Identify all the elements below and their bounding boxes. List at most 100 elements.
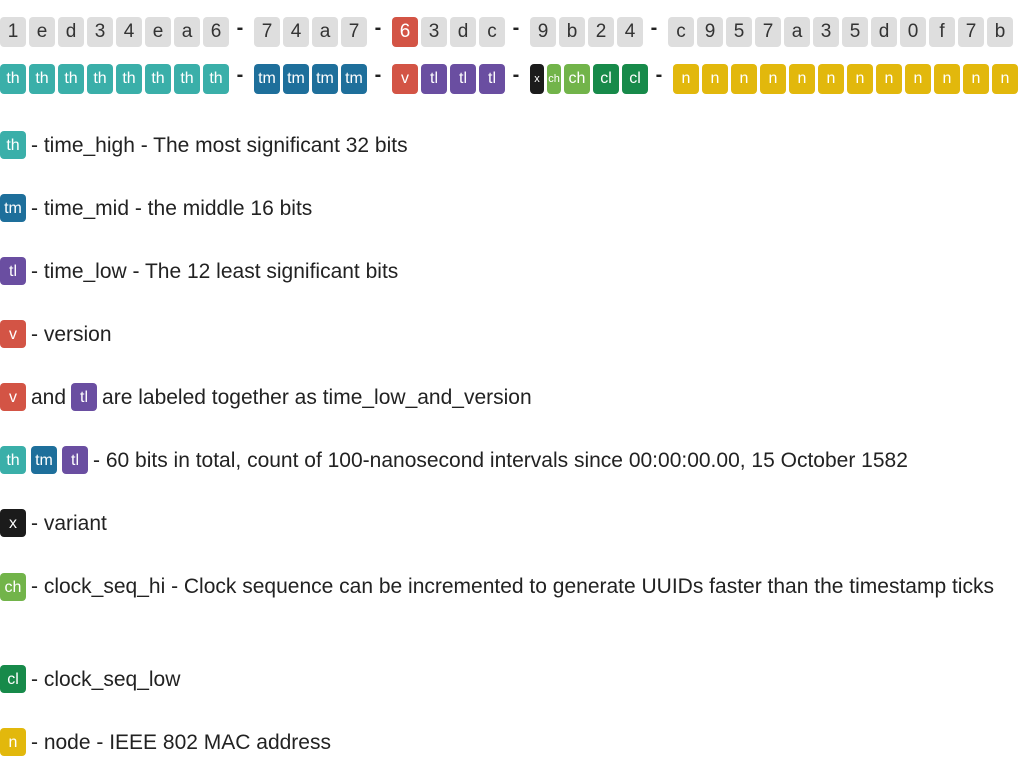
legend-item: v- version: [0, 320, 1024, 349]
hex-digit: 2: [588, 17, 614, 47]
hex-digit: a: [784, 17, 810, 47]
hex-digit: e: [29, 17, 55, 47]
field-label-th: th: [116, 64, 142, 94]
legend-item: tm- time_mid - the middle 16 bits: [0, 194, 1024, 223]
hex-digit: b: [559, 17, 585, 47]
hex-digit: 5: [842, 17, 868, 47]
field-label-th: th: [29, 64, 55, 94]
hex-digit: 4: [283, 17, 309, 47]
hex-separator: -: [650, 17, 658, 39]
hex-digit: 4: [116, 17, 142, 47]
label-separator: -: [236, 64, 244, 86]
legend-item: x- variant: [0, 509, 1024, 538]
legend-description: - node - IEEE 802 MAC address: [31, 731, 331, 754]
legend-description: - time_high - The most significant 32 bi…: [31, 134, 408, 157]
legend-description: - version: [31, 323, 112, 346]
field-label-n: n: [934, 64, 960, 94]
field-label-tl: tl: [421, 64, 447, 94]
legend-item: th- time_high - The most significant 32 …: [0, 131, 1024, 160]
legend-description: - time_low - The 12 least significant bi…: [31, 260, 399, 283]
legend-chip-th: th: [0, 131, 26, 159]
hex-digit: 7: [341, 17, 367, 47]
legend-connector-text: and: [31, 386, 67, 409]
field-label-tl: tl: [450, 64, 476, 94]
legend-description: - clock_seq_hi - Clock sequence can be i…: [31, 575, 994, 598]
field-label-x: x: [530, 64, 544, 94]
field-label-th: th: [0, 64, 26, 94]
field-label-tm: tm: [341, 64, 367, 94]
hex-separator: -: [236, 17, 244, 39]
legend-item: n- node - IEEE 802 MAC address: [0, 728, 1024, 757]
hex-digit: 9: [530, 17, 556, 47]
hex-digit: d: [58, 17, 84, 47]
hex-digit: b: [987, 17, 1013, 47]
hex-digit: c: [479, 17, 505, 47]
field-label-n: n: [847, 64, 873, 94]
field-label-th: th: [203, 64, 229, 94]
hex-digit: 6: [203, 17, 229, 47]
field-label-th: th: [58, 64, 84, 94]
field-label-n: n: [673, 64, 699, 94]
label-separator: -: [374, 64, 382, 86]
hex-digit: 5: [726, 17, 752, 47]
hex-separator: -: [374, 17, 382, 39]
field-label-n: n: [702, 64, 728, 94]
legend-chip-v: v: [0, 320, 26, 348]
legend-description: are labeled together as time_low_and_ver…: [102, 386, 532, 409]
legend-item: tl- time_low - The 12 least significant …: [0, 257, 1024, 286]
field-label-n: n: [963, 64, 989, 94]
field-label-ch: ch: [547, 64, 561, 94]
field-label-th: th: [174, 64, 200, 94]
hex-digit: 0: [900, 17, 926, 47]
hex-digit: d: [871, 17, 897, 47]
field-label-cl: cl: [593, 64, 619, 94]
field-label-n: n: [789, 64, 815, 94]
legend-chip-v: v: [0, 383, 26, 411]
hex-digit: c: [668, 17, 694, 47]
legend-chip-th: th: [0, 446, 26, 474]
legend-chip-tl: tl: [0, 257, 26, 285]
hex-digit: 3: [813, 17, 839, 47]
hex-digit: e: [145, 17, 171, 47]
legend-chip-cl: cl: [0, 665, 26, 693]
field-label-tm: tm: [254, 64, 280, 94]
legend-chip-x: x: [0, 509, 26, 537]
legend-item: cl- clock_seq_low: [0, 665, 1024, 694]
legend-item: ch- clock_seq_hi - Clock sequence can be…: [0, 572, 1024, 602]
legend-chip-tl: tl: [62, 446, 88, 474]
legend-description: - variant: [31, 512, 107, 535]
hex-digit: 7: [755, 17, 781, 47]
field-label-tm: tm: [312, 64, 338, 94]
field-label-n: n: [818, 64, 844, 94]
hex-separator: -: [512, 17, 520, 39]
legend-description: - clock_seq_low: [31, 668, 181, 691]
legend-description: - time_mid - the middle 16 bits: [31, 197, 313, 220]
legend-chip-n: n: [0, 728, 26, 756]
field-label-n: n: [905, 64, 931, 94]
label-separator: -: [512, 64, 520, 86]
field-label-tm: tm: [283, 64, 309, 94]
field-label-n: n: [760, 64, 786, 94]
field-label-n: n: [731, 64, 757, 94]
field-label-tl: tl: [479, 64, 505, 94]
hex-digit: 7: [254, 17, 280, 47]
hex-digit: 4: [617, 17, 643, 47]
field-label-th: th: [87, 64, 113, 94]
hex-digit: 7: [958, 17, 984, 47]
field-label-th: th: [145, 64, 171, 94]
legend-chip-ch: ch: [0, 573, 26, 602]
field-label-v: v: [392, 64, 418, 94]
hex-digit: 9: [697, 17, 723, 47]
hex-digit: 3: [421, 17, 447, 47]
hex-digit: a: [174, 17, 200, 47]
legend-chip-tm: tm: [31, 446, 57, 474]
hex-digit: 6: [392, 17, 418, 47]
hex-digit: 3: [87, 17, 113, 47]
hex-digit: d: [450, 17, 476, 47]
field-label-cl: cl: [622, 64, 648, 94]
field-label-ch: ch: [564, 64, 590, 94]
